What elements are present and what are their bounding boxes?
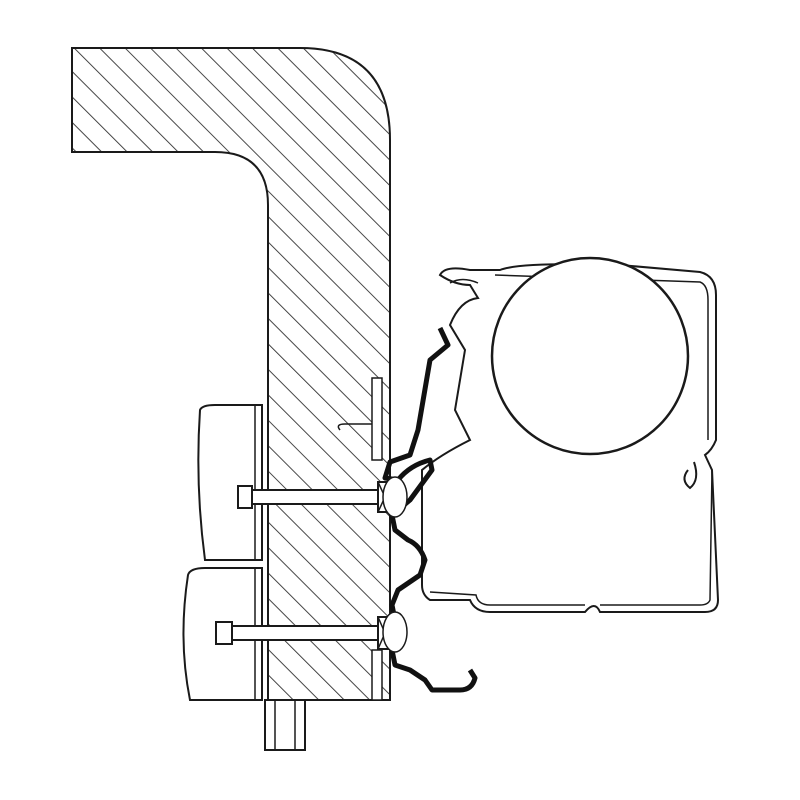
casing-hook bbox=[683, 461, 698, 490]
vehicle-wall-section bbox=[71, 47, 391, 751]
wall-lower-frame bbox=[264, 699, 306, 751]
mounting-knob-upper bbox=[197, 404, 263, 561]
wall-rail bbox=[337, 377, 383, 701]
spacer-lower bbox=[382, 611, 408, 653]
roller-tube bbox=[490, 256, 690, 456]
spacer-upper bbox=[382, 476, 408, 518]
adapter-profile bbox=[382, 326, 478, 693]
